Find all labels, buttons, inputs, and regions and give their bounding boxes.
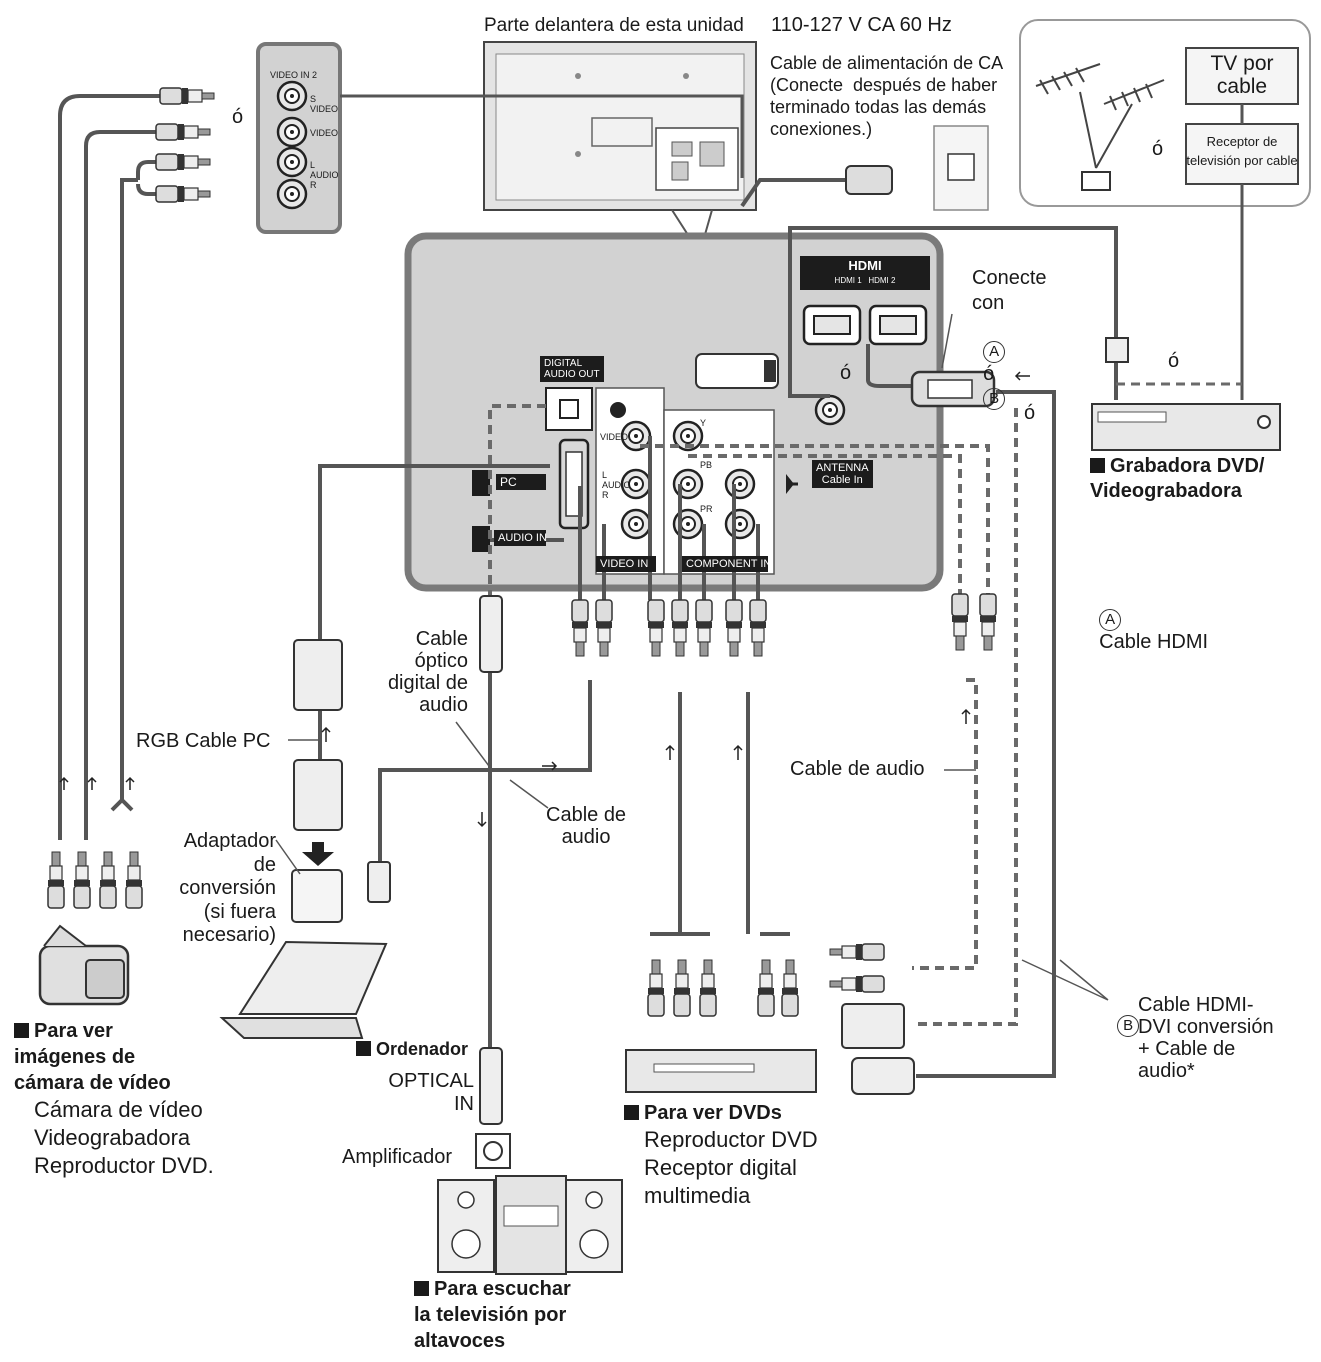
digital-audio-out-label: DIGITAL AUDIO OUT (540, 356, 604, 382)
hdmi-ports-label: HDMI 1 HDMI 2 (834, 276, 896, 285)
dvd-list: Reproductor DVD Receptor digital multime… (644, 1127, 818, 1208)
video-in-label: VIDEO IN (596, 556, 656, 572)
or-antenna-cable: ó (1168, 350, 1180, 372)
hdmi-cable-label: A Cable HDMI (1088, 584, 1208, 654)
audio-small: L AUDIO R (602, 470, 631, 500)
antenna-label: ANTENNA Cable In (812, 460, 873, 488)
amplifier-label: Amplificador (342, 1146, 453, 1168)
dvd-title-text: Para ver DVDs (644, 1102, 782, 1124)
camera-list: Cámara de vídeo Videograbadora Reproduct… (34, 1097, 214, 1178)
component-in-label: COMPONENT IN (682, 556, 771, 572)
or-dashed: ó (1024, 402, 1036, 424)
speakers-title: Para escuchar la televisión por altavoce… (414, 1276, 571, 1354)
audio-cable-right: Cable de audio (790, 758, 925, 780)
video-small: VIDEO (600, 432, 629, 442)
computer-title: Ordenador (356, 1036, 468, 1062)
leader-lines (275, 313, 1109, 1001)
side-video: VIDEO (310, 128, 339, 138)
optical-cable-label: Cable óptico digital de audio (387, 628, 468, 716)
rgb-cable-label: RGB Cable PC (136, 730, 271, 752)
front-unit-label: Parte delantera de esta unidad (484, 15, 744, 36)
dvd-recorder-text: Grabadora DVD/ Videograbadora (1090, 455, 1265, 502)
circle-a-2: A (1099, 609, 1122, 631)
pr-label: PR (700, 504, 713, 514)
adapter-label: Adaptador de conversión (si fuera necesa… (179, 830, 276, 946)
devices (38, 403, 1281, 1275)
side-video-in2: VIDEO IN 2 (270, 70, 318, 80)
y-label: Y (700, 418, 707, 428)
tv-rear-panel (404, 232, 944, 592)
audio-in-label: AUDIO IN (494, 530, 547, 546)
side-audio: L AUDIO R (310, 160, 339, 190)
arrows (59, 371, 1030, 828)
or-label-antenna: ó (1152, 138, 1164, 160)
optical-in-label: OPTICAL IN (388, 1070, 474, 1115)
power-cable-label: Cable de alimentación de CA (Conecte des… (770, 53, 1004, 139)
speakers-text: Para escuchar la televisión por altavoce… (414, 1278, 571, 1352)
audio-cable-mid: Cable de audio (546, 804, 627, 848)
circle-b-2: B (1117, 1015, 1140, 1037)
cable-tv-label: TV por cable (1210, 52, 1274, 98)
dvd-title: Para ver DVDs (624, 1100, 782, 1126)
computer-text: Ordenador (376, 1039, 469, 1059)
hdmi-logo: HDMI (848, 258, 882, 273)
pc-label: PC (496, 474, 546, 490)
camera-title: Para ver imágenes de cámara de vídeo (14, 1018, 171, 1096)
connect-options: A ó B (972, 316, 1006, 410)
circle-a: A (983, 341, 1006, 363)
hdmi-cable-text: Cable HDMI (1099, 631, 1209, 653)
side-input-panel (256, 42, 342, 234)
connect-with-label: Conecte con (972, 267, 1047, 314)
dvd-recorder-title: Grabadora DVD/ Videograbadora (1090, 454, 1264, 504)
dashed-cables (488, 382, 1242, 1026)
antenna-source-box (1019, 19, 1311, 207)
cable-receiver-label: Receptor de televisión por cable (1186, 134, 1298, 168)
hdmi-dvi-label: B (1106, 990, 1140, 1037)
plugs (47, 87, 1129, 1125)
circle-b: B (983, 388, 1006, 410)
or-connect: ó (983, 363, 995, 385)
hdmi-dvi-text: Cable HDMI- DVI conversión + Cable de au… (1138, 994, 1274, 1082)
voltage-label: 110-127 V CA 60 Hz (771, 14, 952, 36)
or-hdmi: ó (840, 362, 852, 384)
tv-front-view (483, 41, 757, 239)
pb-label: PB (700, 460, 713, 470)
or-label-side: ó (232, 106, 244, 128)
camera-title-text: Para ver imágenes de cámara de vídeo (14, 1020, 171, 1094)
side-s-video: S VIDEO (310, 94, 339, 114)
solid-cables (58, 94, 1244, 1078)
